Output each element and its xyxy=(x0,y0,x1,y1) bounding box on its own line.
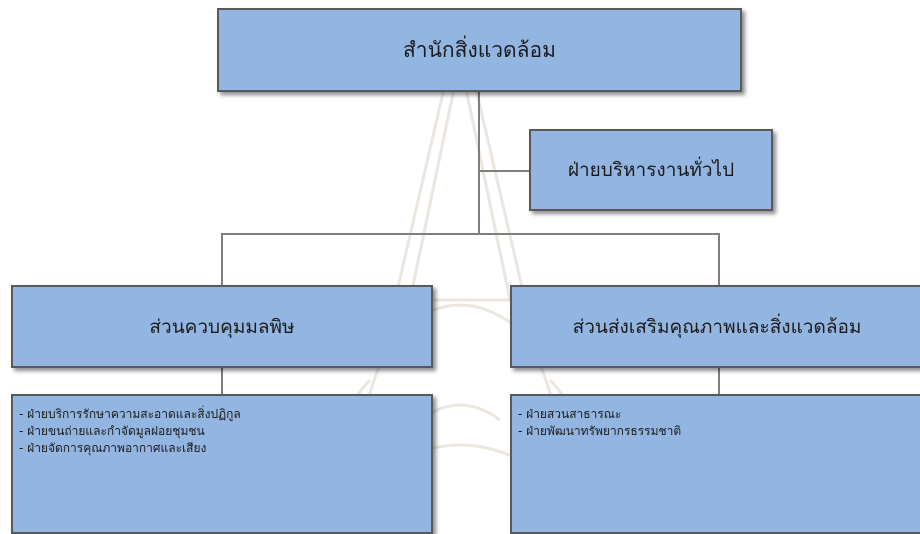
connector-right-down xyxy=(718,233,720,285)
connector-staff xyxy=(478,170,530,172)
division-box-pollution: ส่วนควบคุมมลพิษ xyxy=(11,285,433,368)
division-box-environment: ส่วนส่งเสริมคุณภาพและสิ่งแวดล้อม xyxy=(510,285,920,368)
connector-root-down xyxy=(478,92,480,234)
list-item: ฝ่ายพัฒนาทรัพยากรธรรมชาติ xyxy=(518,423,681,440)
list-item: ฝ่ายสวนสาธารณะ xyxy=(518,406,681,423)
unit-list: ฝ่ายบริการรักษาความสะอาดและสิ่งปฏิกูล ฝ่… xyxy=(19,406,241,457)
staff-unit-label: ฝ่ายบริหารงานทั่วไป xyxy=(567,159,735,181)
list-item: ฝ่ายจัดการคุณภาพอากาศและเสียง xyxy=(19,440,241,457)
division-label: ส่วนควบคุมมลพิษ xyxy=(149,315,295,338)
connector-right-list xyxy=(718,368,720,394)
unit-list: ฝ่ายสวนสาธารณะ ฝ่ายพัฒนาทรัพยากรธรรมชาติ xyxy=(518,406,681,440)
connector-left-down xyxy=(221,233,223,285)
root-box: สำนักสิ่งแวดล้อม xyxy=(217,8,742,92)
staff-unit-box: ฝ่ายบริหารงานทั่วไป xyxy=(529,129,773,211)
root-label: สำนักสิ่งแวดล้อม xyxy=(402,37,557,62)
list-item: ฝ่ายบริการรักษาความสะอาดและสิ่งปฏิกูล xyxy=(19,406,241,423)
org-chart: สำนักสิ่งแวดล้อม ฝ่ายบริหารงานทั่วไป ส่ว… xyxy=(0,0,920,517)
connector-horizontal xyxy=(221,233,720,235)
division-list-box-pollution: ฝ่ายบริการรักษาความสะอาดและสิ่งปฏิกูล ฝ่… xyxy=(11,394,433,534)
connector-left-list xyxy=(221,368,223,394)
list-item: ฝ่ายขนถ่ายและกำจัดมูลฝอยชุมชน xyxy=(19,423,241,440)
division-label: ส่วนส่งเสริมคุณภาพและสิ่งแวดล้อม xyxy=(572,315,862,338)
division-list-box-environment: ฝ่ายสวนสาธารณะ ฝ่ายพัฒนาทรัพยากรธรรมชาติ xyxy=(510,394,920,534)
